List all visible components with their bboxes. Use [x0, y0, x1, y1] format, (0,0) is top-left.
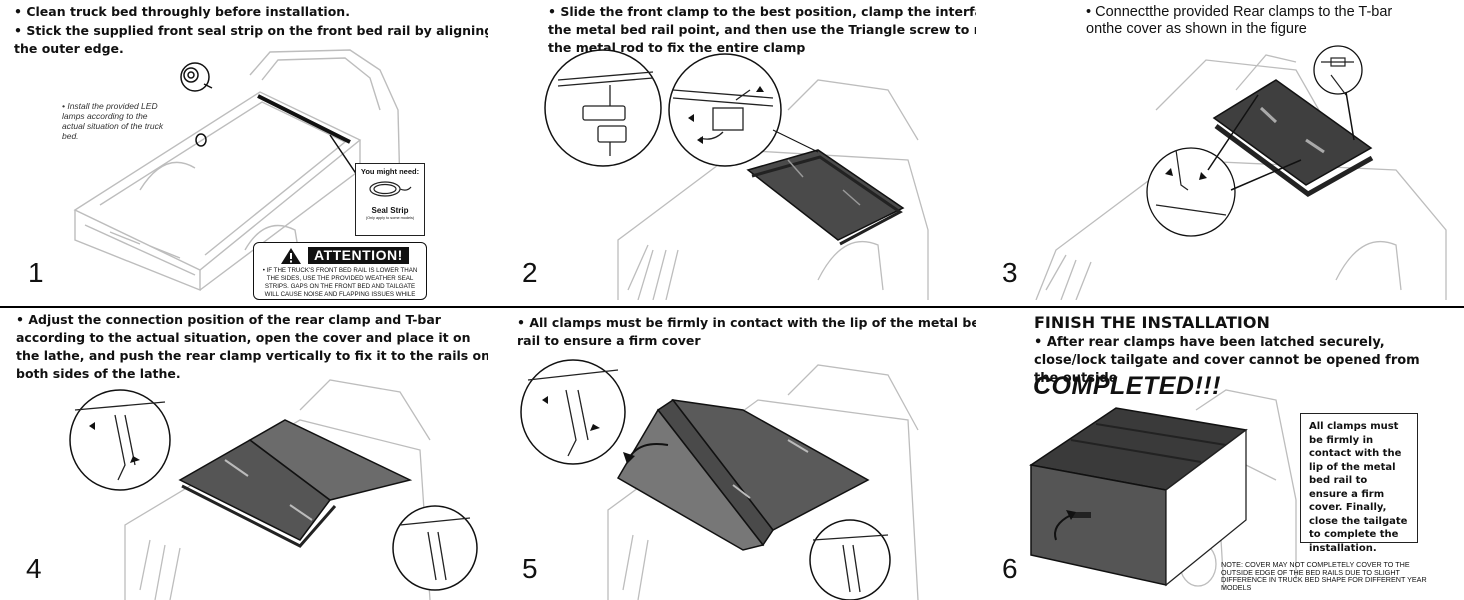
- step-3-illustration: [1035, 45, 1447, 300]
- step-6-info-box: All clamps must be firmly in contact wit…: [1300, 413, 1418, 554]
- led-roll-icon: [180, 62, 213, 92]
- attention-box: ATTENTION! • IF THE TRUCK'S FRONT BED RA…: [253, 242, 427, 300]
- callout-label: Seal Strip: [371, 206, 409, 215]
- callout-sub: (Only apply to some models): [365, 216, 415, 220]
- cover-shape: [746, 149, 905, 246]
- step-4-panel: • Adjust the connection position of the …: [0, 300, 488, 600]
- step-6-text: • After rear clamps have been latched se…: [1034, 335, 1420, 386]
- seal-strip-callout: You might need: Seal Strip (Only apply t…: [355, 163, 425, 236]
- step-5-illustration: [520, 359, 919, 600]
- step-5-number: 5: [522, 553, 538, 584]
- step-4-number: 4: [26, 553, 42, 584]
- step-6-heading: FINISH THE INSTALLATION: [1034, 313, 1270, 332]
- completed-banner: COMPLETED!!!: [1033, 372, 1221, 400]
- cover-shape: [178, 419, 413, 548]
- step-1-number: 1: [28, 257, 44, 288]
- step-4-text: • Adjust the connection position of the …: [16, 312, 488, 381]
- cover-shape: [1029, 407, 1248, 587]
- step-6-panel: FINISH THE INSTALLATION • After rear cla…: [976, 300, 1464, 600]
- step-1-panel: • Clean truck bed throughly before insta…: [0, 0, 488, 300]
- step-6-illustration: [1029, 389, 1297, 591]
- step-1-line-2: • Stick the supplied front seal strip on…: [14, 23, 488, 56]
- step-2-number: 2: [522, 257, 538, 288]
- attention-title: ATTENTION!: [308, 247, 409, 264]
- step-1-line-1: • Clean truck bed throughly before insta…: [14, 4, 350, 19]
- warning-triangle-icon: [281, 248, 301, 264]
- cover-shape: [1212, 79, 1374, 197]
- step-2-illustration: [544, 49, 929, 300]
- step-6-box-text: All clamps must be firmly in contact wit…: [1309, 421, 1408, 554]
- step-6-note: NOTE: COVER MAY NOT COMPLETELY COVER TO …: [1221, 560, 1427, 592]
- step-3-number: 3: [1002, 257, 1018, 288]
- step-3-panel: • Connectthe provided Rear clamps to the…: [976, 0, 1464, 300]
- row-divider: [0, 306, 1464, 308]
- step-5-text: • All clamps must be firmly in contact w…: [517, 315, 976, 348]
- step-1-note: • Install the provided LED lamps accordi…: [62, 101, 164, 141]
- step-3-text: • Connectthe provided Rear clamps to the…: [1086, 4, 1393, 37]
- attention-text: • IF THE TRUCK'S FRONT BED RAIL IS LOWER…: [262, 267, 418, 300]
- step-5-panel: • All clamps must be firmly in contact w…: [488, 300, 976, 600]
- step-4-illustration: [69, 379, 478, 600]
- callout-title: You might need:: [360, 167, 420, 176]
- step-6-number: 6: [1002, 553, 1018, 584]
- step-2-panel: • Slide the front clamp to the best posi…: [488, 0, 976, 300]
- seal-strip-coil-icon: [369, 181, 412, 197]
